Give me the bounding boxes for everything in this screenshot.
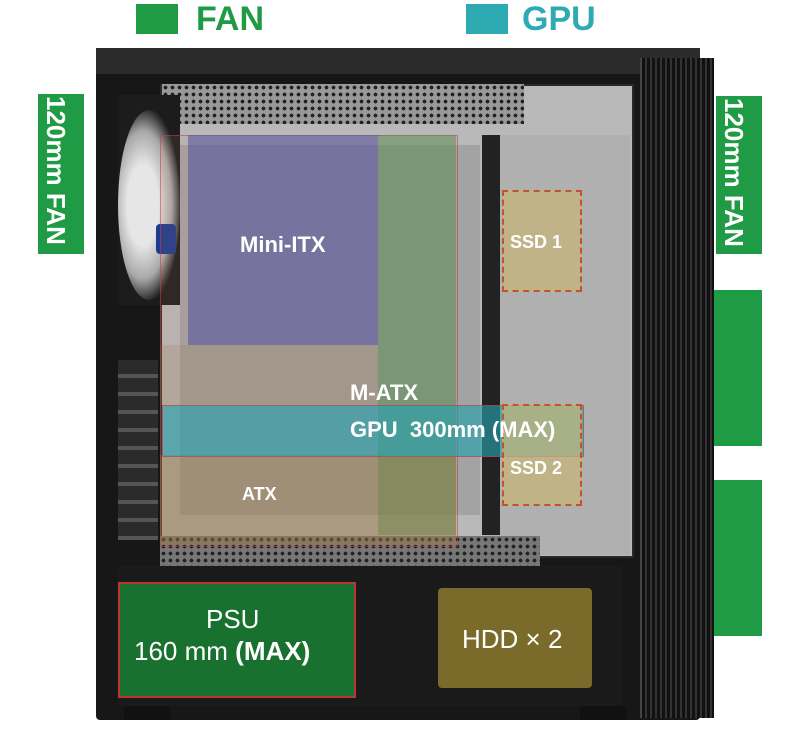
left-fan-label: 120mm FAN <box>41 96 71 245</box>
psu-zone <box>118 582 356 698</box>
psu-size-label: 160 mm (MAX) <box>134 636 310 667</box>
left-fan-bar <box>38 94 84 254</box>
expansion-slots <box>118 360 158 540</box>
right-fan-bar-top <box>716 96 762 254</box>
case-foot-right <box>580 706 626 720</box>
cable-management-column <box>482 135 500 535</box>
gpu-legend-label: GPU <box>522 0 596 38</box>
bottom-mesh <box>160 536 540 566</box>
gpu-length-label: GPU 300mm (MAX) <box>350 417 556 442</box>
ssd2-label: SSD 2 <box>510 458 563 478</box>
fan-hub <box>156 224 176 254</box>
mini-itx-label: Mini-ITX <box>240 232 326 257</box>
psu-size-value: 160 mm <box>134 636 236 666</box>
case-top-panel <box>96 48 700 74</box>
ssd1-label: SSD 1 <box>510 232 563 252</box>
right-fan-bar-middle <box>714 290 762 446</box>
fan-legend-label: FAN <box>196 0 264 38</box>
right-fan-label: 120mm FAN <box>719 98 749 247</box>
mini-itx-zone <box>188 135 378 345</box>
front-mesh-panel <box>640 58 714 718</box>
ssd1-zone <box>502 190 582 292</box>
psu-label: PSU <box>206 604 260 634</box>
gpu-legend-swatch <box>466 4 508 34</box>
rear-fan-icon <box>118 110 180 300</box>
hdd-label: HDD × 2 <box>462 624 563 654</box>
top-mesh <box>162 84 524 124</box>
atx-zone <box>160 455 456 545</box>
right-fan-bar-bottom <box>714 480 762 636</box>
fan-legend-swatch <box>136 4 178 34</box>
m-atx-label: M-ATX <box>350 380 419 405</box>
psu-size-max: (MAX) <box>235 636 311 666</box>
hdd-zone <box>438 588 592 688</box>
case-foot-left <box>124 706 170 720</box>
matx-zone <box>160 345 378 405</box>
ssd2-zone <box>502 404 582 506</box>
atx-label: ATX <box>242 484 277 504</box>
matx-zone-right <box>378 135 456 535</box>
